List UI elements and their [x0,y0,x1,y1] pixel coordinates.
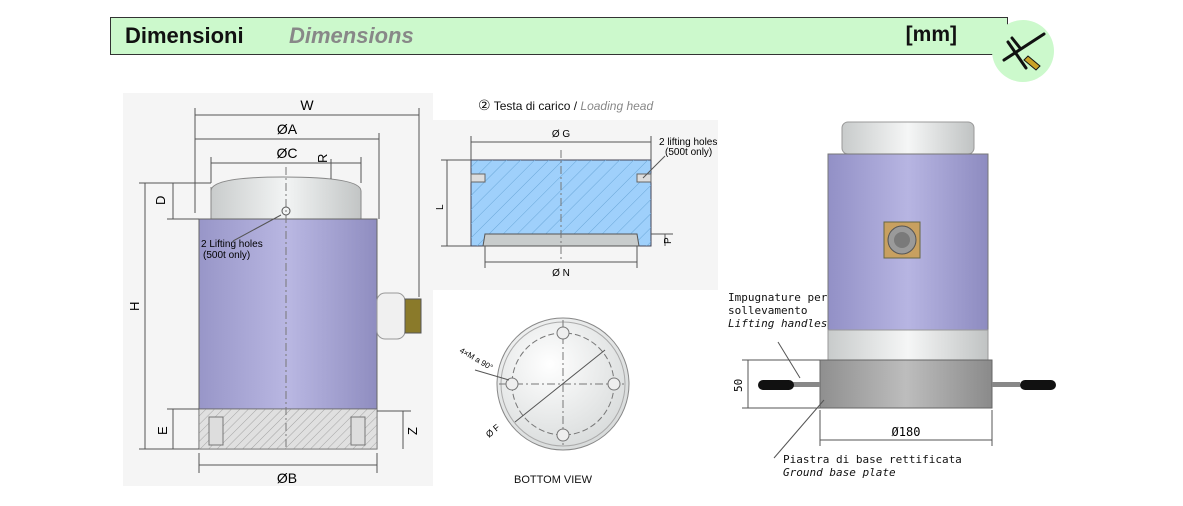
dim-p: P [663,237,674,244]
header-title-english: Dimensions [289,23,414,48]
dim-f: Ø F [484,422,502,440]
loading-head-panel: Ø G Ø N L P 2 lifting holes (500t only) [433,120,718,290]
dim-m: 4×M a 90° [458,346,494,372]
handles-label-italian-line1: Impugnature per [728,291,828,304]
dim-l: L [435,204,446,210]
dim-e: E [155,426,170,435]
base-plate-label-italian: Piastra di base rettificata [783,453,962,466]
bottom-view-label: BOTTOM VIEW [514,474,593,486]
dim-n: Ø N [552,268,570,279]
loading-head-number: ② [478,97,491,113]
caliper-icon [992,20,1054,82]
lifting-holes-note-line1: 2 Lifting holes [201,239,263,250]
dim-r: R [315,154,330,163]
lifting-holes-note-line2: (500t only) [203,250,250,261]
loading-head-title-english: Loading head [580,99,654,113]
dim-d: D [153,196,168,205]
base-plate-label-english: Ground base plate [783,466,896,479]
dim-c: ØC [277,145,298,161]
side-view-panel: W ØA ØC R D H E Z ØB 2 Lifting holes (50… [123,93,433,486]
dim-h: H [127,302,142,311]
loading-head-note-line2: (500t only) [665,147,712,158]
dim-a: ØA [277,121,298,137]
dim-z: Z [405,427,420,435]
dim-w: W [300,97,314,113]
dim-g: Ø G [552,129,571,140]
header-title-italian: Dimensioni [125,23,244,48]
handles-label-italian-line2: sollevamento [728,304,808,317]
dim-b: ØB [277,470,297,486]
handles-label-english: Lifting handles [728,317,828,330]
header-unit: [mm] [905,23,957,46]
section-header: Dimensioni Dimensions [mm] [110,17,1008,55]
loading-head-note-line1: 2 lifting holes [659,137,717,148]
dim-base-height: 50 [732,379,745,392]
handles-view-panel: Ø180 50 [720,110,1065,486]
dim-base-diameter: Ø180 [892,425,921,439]
loading-head-title: ② Testa di carico / Loading head [478,97,653,114]
bottom-view-panel: 4×M a 90° Ø F [445,300,685,468]
loading-head-title-italian: Testa di carico / [493,99,578,113]
